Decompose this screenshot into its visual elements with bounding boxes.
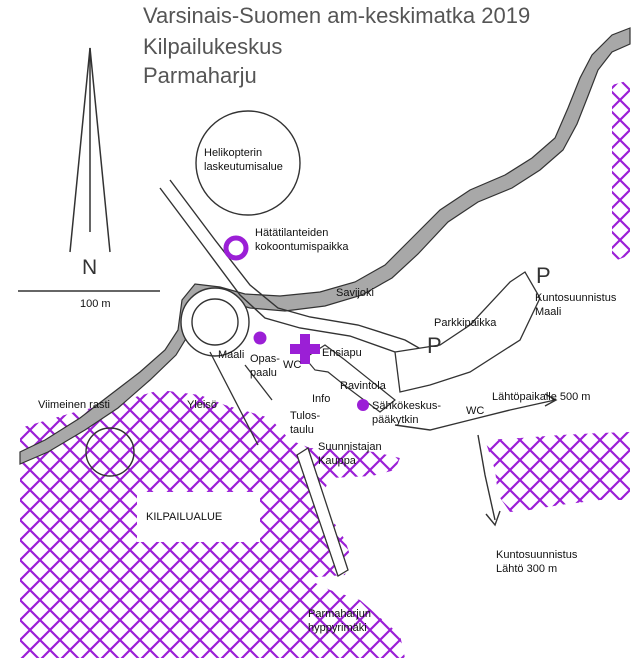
orienteering-shop-label-2: Kauppa <box>318 455 356 467</box>
spectator-label: Yleisö <box>187 399 217 411</box>
assembly-point-icon <box>223 235 249 261</box>
map-title-line1: Varsinais-Suomen am-keskimatka 2019 <box>143 3 531 28</box>
switch-label-1: Sähkökeskus- <box>372 400 442 412</box>
fitness-finish-label-2: Maali <box>535 306 562 318</box>
assembly-label-1: Hätätilanteiden <box>255 227 329 239</box>
river-savijoki <box>19 27 631 465</box>
fitness-start-label-1: Kuntosuunnistus <box>496 549 578 561</box>
competition-area-hatch-east <box>485 432 630 512</box>
map-title-line3: Parmaharju <box>143 63 257 88</box>
wc-label-2: WC <box>466 405 485 417</box>
north-arrow <box>69 47 111 253</box>
to-start-label: Lähtöpaikalle 500 m <box>492 391 591 403</box>
parking-lot <box>394 271 541 393</box>
ski-jump-label-1: Parmaharjun <box>308 608 371 620</box>
north-label: N <box>82 256 98 279</box>
assembly-label-2: kokoontumispaikka <box>255 241 349 253</box>
competition-area-label: KILPAILUALUE <box>146 511 223 523</box>
helipad-label-2: laskeutumisalue <box>204 161 283 173</box>
electrical-switch-dot-icon <box>357 399 369 411</box>
orienteering-shop-label-1: Suunnistajan <box>318 441 382 453</box>
fitness-start-label-2: Lähtö 300 m <box>496 563 558 575</box>
finish-building <box>304 344 396 413</box>
guide-post-label-2: paalu <box>250 367 277 379</box>
arrow-head-start <box>544 393 558 407</box>
path-to-fitness-start <box>477 434 496 521</box>
river-label: Savijoki <box>336 287 374 299</box>
parking-label: Parkkipaikka <box>434 317 497 329</box>
path-to-start <box>394 399 556 431</box>
competition-label-box <box>137 492 260 542</box>
results-board-label-2: taulu <box>290 424 314 436</box>
last-control-circle <box>85 427 135 477</box>
finish-chute-lines <box>209 351 273 446</box>
map-title-line2: Kilpailukeskus <box>143 34 283 59</box>
results-board-label-1: Tulos- <box>290 410 321 422</box>
competition-area-hatch-ne <box>612 80 630 262</box>
helipad-label-1: Helikopterin <box>204 147 263 159</box>
scale-label: 100 m <box>80 298 111 310</box>
road <box>159 179 441 371</box>
parking-p-top: P <box>536 263 551 288</box>
switch-label-2: pääkytkin <box>372 414 419 426</box>
first-aid-cross-icon <box>290 334 320 364</box>
arrow-head-fitness <box>485 510 501 527</box>
wc-label-1: WC <box>283 359 302 371</box>
info-label: Info <box>312 393 331 405</box>
first-aid-label: Ensiapu <box>322 347 362 359</box>
restaurant-label: Ravintola <box>340 380 386 392</box>
parking-p-lower: P <box>427 333 442 358</box>
guide-post-label-1: Opas- <box>250 353 280 365</box>
roundabout <box>180 287 250 357</box>
helicopter-landing-area <box>195 110 301 216</box>
finish-label: Maali <box>218 349 245 361</box>
fitness-finish-label-1: Kuntosuunnistus <box>535 292 617 304</box>
guide-post-dot-icon <box>253 331 267 345</box>
last-control-label: Viimeinen rasti <box>38 399 110 411</box>
ski-jump <box>296 447 349 577</box>
ski-jump-label-2: hyppyrimäki <box>308 622 367 634</box>
